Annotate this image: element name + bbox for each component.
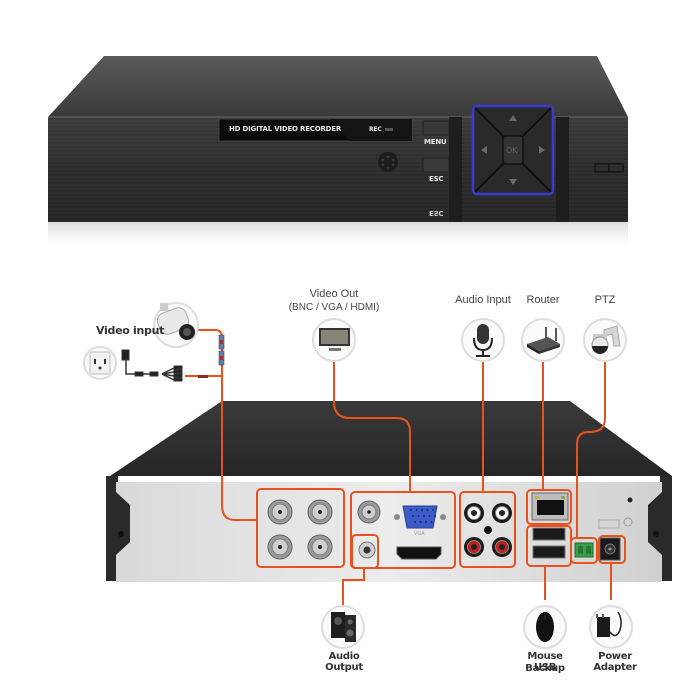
down-arrow-icon[interactable] xyxy=(509,179,517,185)
esc-reflection-label: ESC xyxy=(429,209,444,217)
rec-label: REC xyxy=(369,126,382,133)
left-arrow-icon[interactable] xyxy=(481,146,487,154)
ptz-camera-icon xyxy=(583,318,627,362)
ok-button[interactable] xyxy=(502,135,524,165)
bnc-video-output xyxy=(357,500,381,524)
power-adapter-label: Power Adapter xyxy=(593,651,637,673)
right-arrow-icon[interactable] xyxy=(539,146,545,154)
audio-output-jack xyxy=(358,541,376,559)
bnc-plug-icon xyxy=(198,334,225,378)
dvr-front-unit xyxy=(48,56,628,252)
power-adapter-icon xyxy=(589,605,633,649)
line-video-out xyxy=(333,362,411,492)
video-input-label: Video input xyxy=(96,324,165,337)
video-out-label: Video Out xyxy=(309,288,359,300)
esc-label: ESC xyxy=(429,175,444,183)
speaker-icon xyxy=(321,605,365,649)
line-video-input xyxy=(197,329,257,521)
usb-ports xyxy=(532,527,566,559)
rs485-terminal xyxy=(574,542,594,558)
mouse-icon xyxy=(523,605,567,649)
microphone-icon xyxy=(461,318,505,362)
audio-input-label: Audio Input xyxy=(455,294,511,306)
bnc-connector xyxy=(267,499,293,525)
video-out-sublabel: (BNC / VGA / HDMI) xyxy=(288,302,380,313)
wall-outlet-icon xyxy=(83,346,117,380)
mouse-usb-label: Mouse USB xyxy=(527,651,563,673)
highlight-rs485 xyxy=(570,537,598,564)
ptz-label: PTZ xyxy=(594,294,616,306)
dvr-rear-top-face xyxy=(110,401,672,476)
highlight-video-out xyxy=(350,491,456,569)
audio-output-label: Audio Output xyxy=(325,651,363,673)
bnc-connector xyxy=(307,499,333,525)
highlight-bnc-inputs xyxy=(256,488,345,568)
menu-button[interactable] xyxy=(422,120,450,136)
ok-label: OK xyxy=(506,146,518,155)
line-audio-output xyxy=(342,568,365,606)
up-arrow-icon[interactable] xyxy=(509,115,517,121)
rca-jack xyxy=(492,537,512,557)
esc-button[interactable] xyxy=(422,157,450,173)
bnc-connector xyxy=(267,534,293,560)
camera-icon xyxy=(153,302,199,348)
monitor-icon xyxy=(312,318,356,362)
router-icon xyxy=(521,318,565,362)
dc-power-jack xyxy=(599,537,621,561)
screw-icon xyxy=(118,531,124,537)
vga-label: VGA xyxy=(414,531,425,537)
power-splitter-cable-icon xyxy=(121,349,183,382)
navigation-dpad[interactable] xyxy=(471,104,555,196)
rca-jack xyxy=(464,537,484,557)
bnc-video-inputs xyxy=(267,499,333,560)
line-ptz xyxy=(576,362,606,538)
highlight-rca xyxy=(459,491,516,568)
rj45-lan-port xyxy=(531,492,569,521)
rca-jack xyxy=(464,503,484,523)
front-display-text: HD DIGITAL VIDEO RECORDER xyxy=(229,125,342,133)
bnc-connector xyxy=(307,534,333,560)
rca-jack xyxy=(492,503,512,523)
highlight-rj45 xyxy=(526,489,572,525)
hdmi-port xyxy=(396,546,442,560)
speaker-grille-icon xyxy=(378,152,398,172)
rca-audio-inputs xyxy=(464,503,512,557)
dvr-top-face xyxy=(48,56,628,117)
vga-port xyxy=(394,505,446,529)
menu-label: MENU xyxy=(424,138,447,146)
screw-icon xyxy=(653,531,659,537)
router-label: Router xyxy=(526,294,560,306)
rec-led xyxy=(385,128,393,131)
dvr-reflection xyxy=(48,222,628,252)
mouse-usb-backup-label: Backup xyxy=(525,663,565,674)
connection-lines xyxy=(185,329,626,606)
